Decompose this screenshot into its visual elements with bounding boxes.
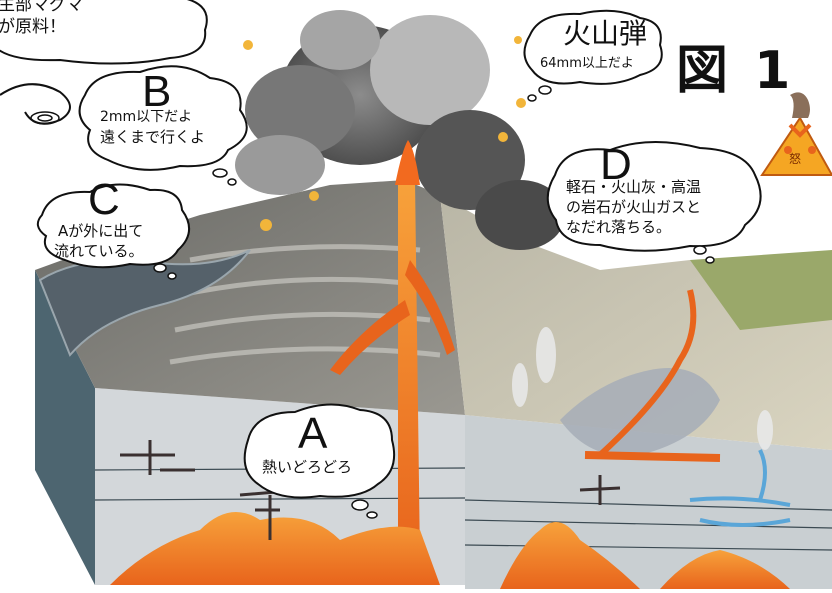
bubble-c-line-1: Aが外に出て [58,222,144,240]
bubble-b-shape [78,65,248,171]
bubble-tails [153,85,715,519]
magma-branch-2 [405,260,455,355]
magma-chamber-left [110,512,440,585]
bubble-d-line-1: 軽石・火山灰・高温 [566,178,702,196]
dikes [120,440,621,540]
bubble-d-line-3: なだれ落ちる。 [566,218,672,236]
bubble-shapes [0,0,762,499]
right-cone [440,195,832,450]
label-d: D [600,140,632,189]
bubble-a-shape [243,403,396,499]
lava-fountain [395,140,420,185]
ash-column [235,10,565,250]
top-bubble-line-2: が原料！ [0,17,66,37]
figure-title: 図 1 [676,41,795,101]
label-b: B [142,67,172,116]
lava-channel [597,289,697,458]
bubble-c-shape [36,183,190,269]
grass-right [690,250,832,330]
bubble-bomb-subtitle: 64mm以上だよ [540,56,634,71]
bubble-b-line-1: 2mm以下だよ [100,109,193,125]
top-bubble-line-1: 主部マグマ [0,0,83,15]
bubble-c-line-2: 流れている。 [54,242,144,260]
groundwater [689,449,791,527]
block-left-face [35,270,95,585]
mascot-volcano [760,92,832,176]
magma-branch-1 [330,300,410,375]
magma-chamber-right [500,522,640,589]
bubble-bomb-shape [523,9,663,85]
label-a: A [298,409,328,458]
steam-plumes [512,327,773,450]
mascot-face: 怒 [789,152,802,166]
bubble-bomb-title: 火山弾 [563,17,648,50]
bubble-d-line-2: の岩石が火山ガスと [566,198,702,216]
bubble-a-text: 熱いどろどろ [262,458,353,476]
magma-chamber-right-2 [660,550,790,589]
bubble-d-shape [546,141,762,252]
label-c: C [88,175,120,224]
bubble-top-left [0,0,208,65]
bubble-b-line-2: 遠くまで行くよ [100,128,206,146]
